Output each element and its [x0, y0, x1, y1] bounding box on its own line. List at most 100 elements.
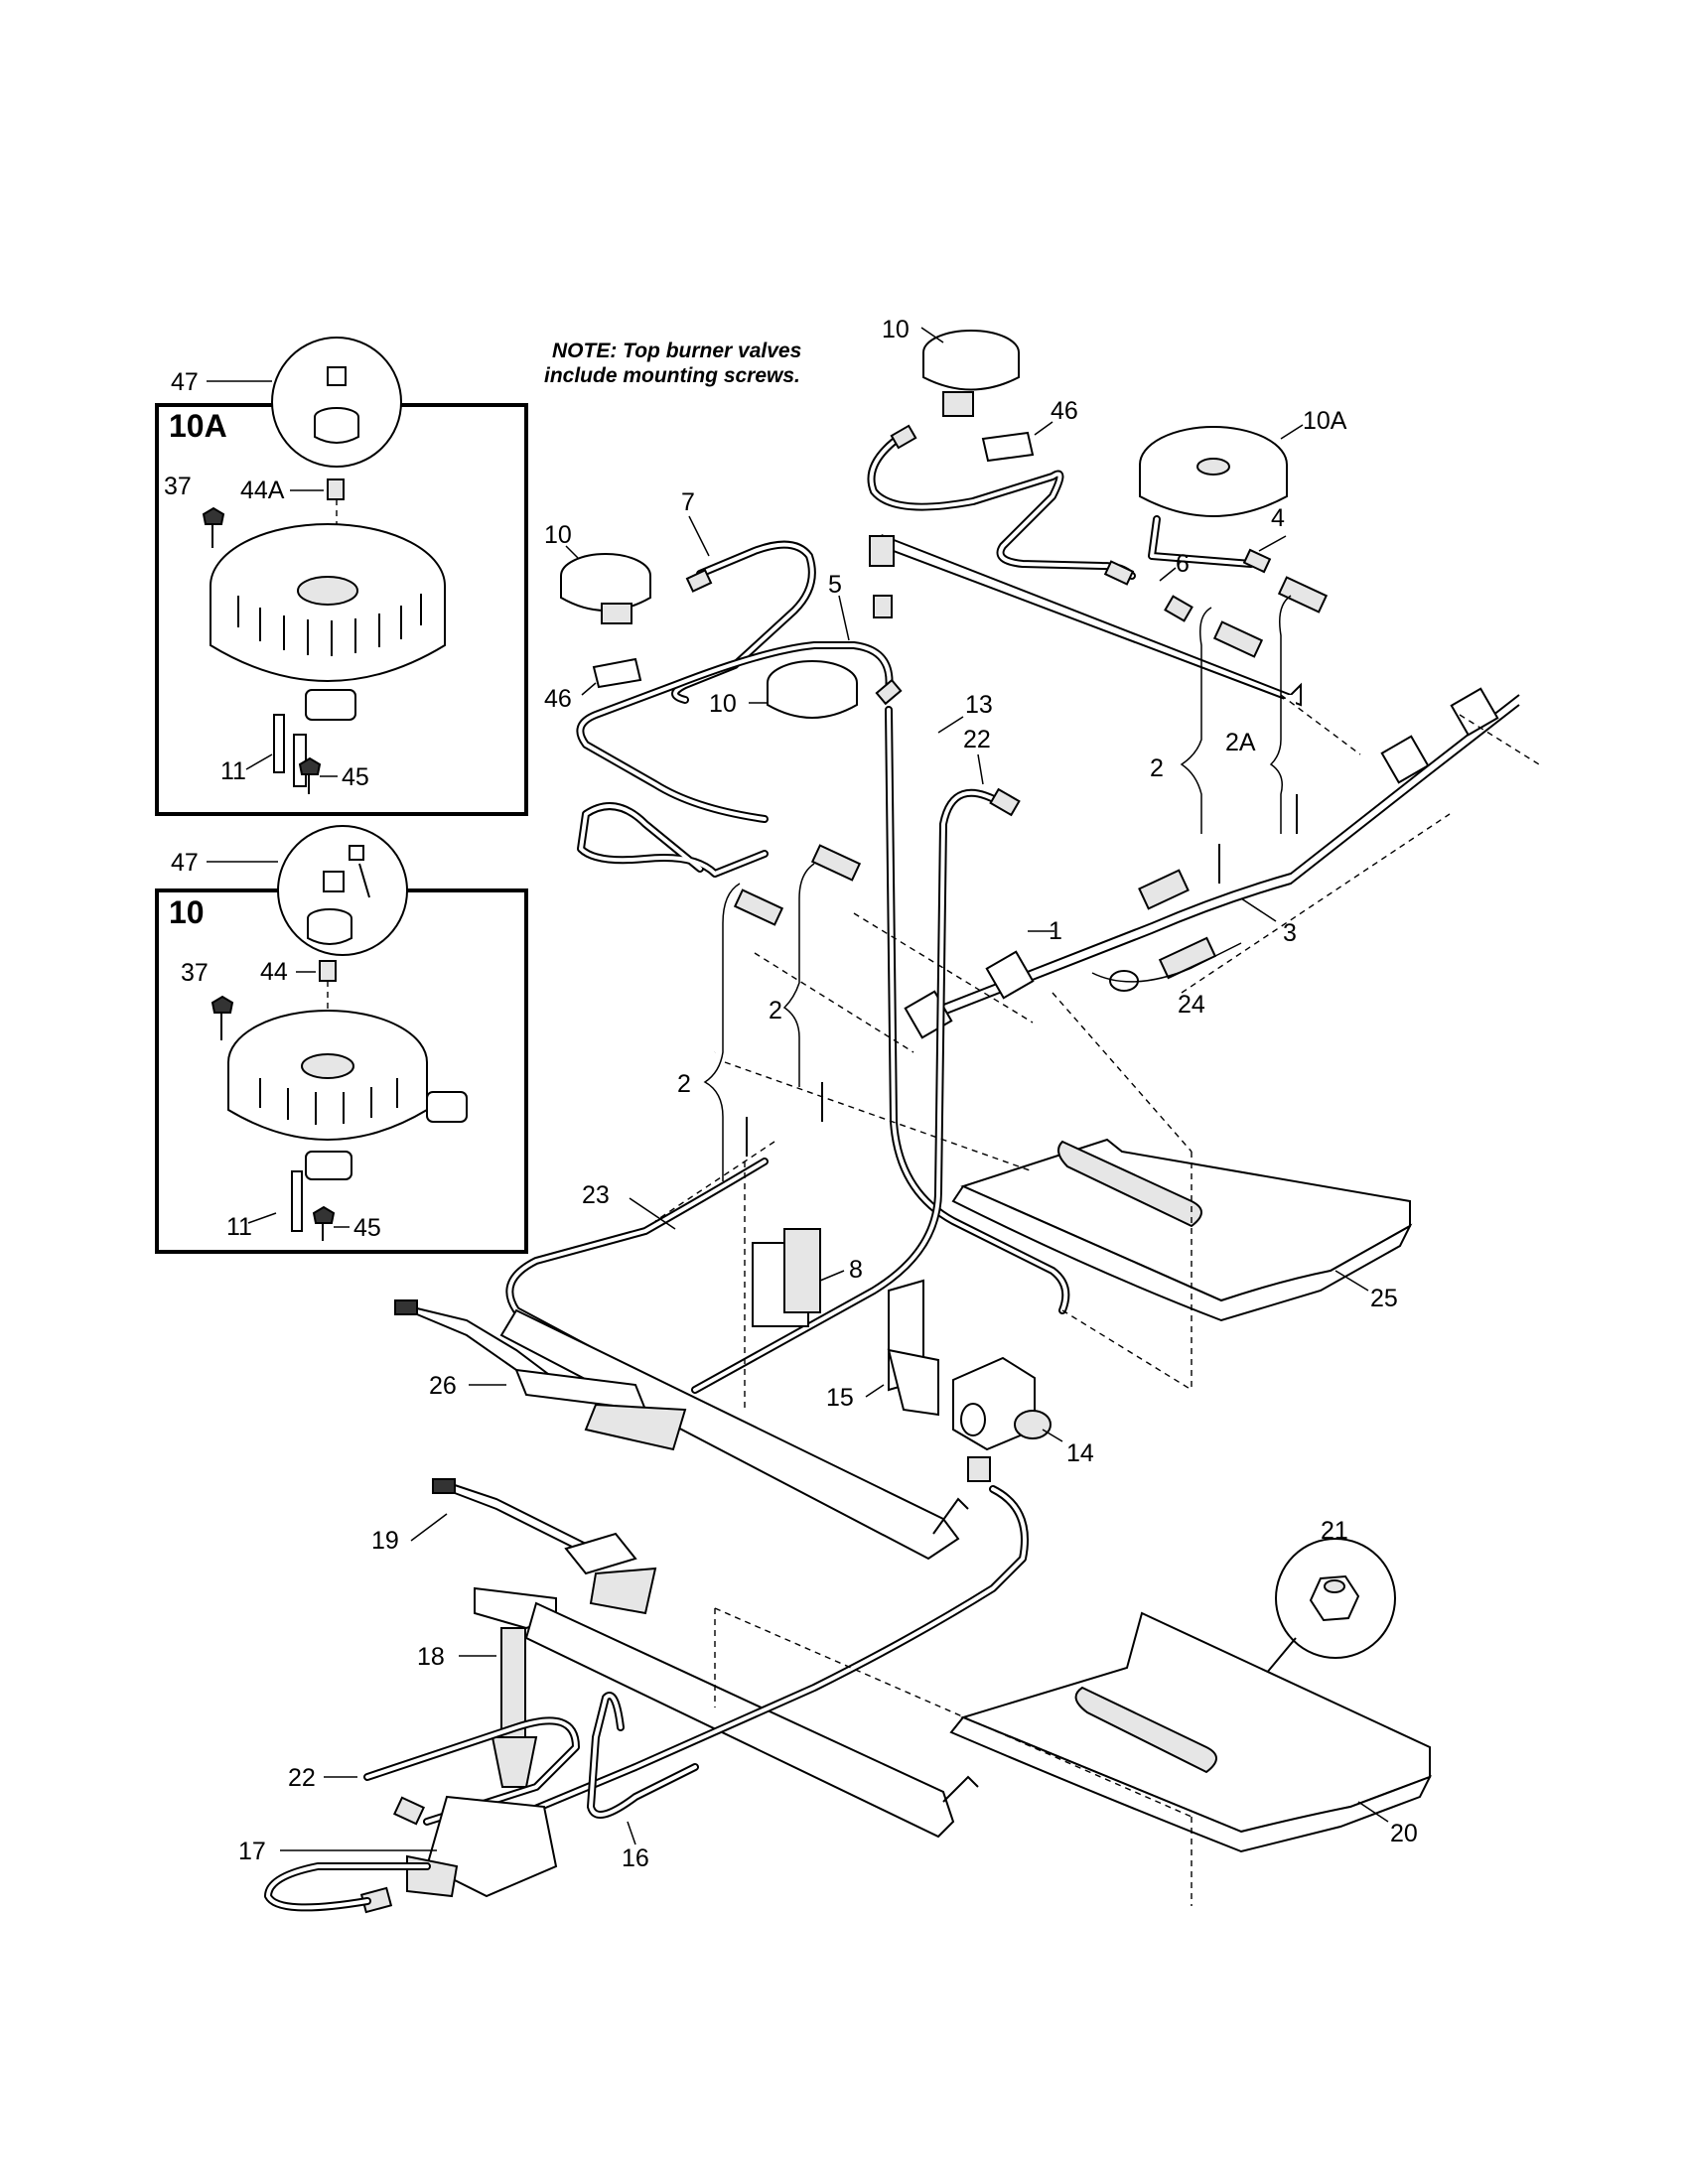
- igniter-19-plug: [432, 1478, 456, 1494]
- callout-3: 3: [1283, 919, 1297, 947]
- harness-wire-a: [922, 694, 1520, 1014]
- callout-44: 44: [260, 958, 288, 986]
- brace-2-right: [1180, 607, 1212, 834]
- nut-21: [1309, 1574, 1360, 1622]
- cap-clip: [358, 863, 370, 898]
- callout-14: 14: [1066, 1439, 1094, 1467]
- valve-2a-body: [1277, 576, 1329, 614]
- fitting-10-top: [890, 424, 917, 450]
- burner-10-left-valve: [601, 603, 632, 624]
- callout-26: 26: [429, 1372, 457, 1400]
- callout-44a: 44A: [240, 477, 285, 504]
- callout-2a: 2A: [1225, 729, 1256, 756]
- electrode-11: [273, 714, 285, 773]
- manifold-cap: [869, 535, 895, 567]
- harness-bracket-2: [1450, 687, 1499, 737]
- callout-46-left: 46: [544, 685, 572, 713]
- callout-23: 23: [582, 1181, 610, 1209]
- callout-17: 17: [238, 1838, 266, 1865]
- bake-burner-tube: [499, 1308, 960, 1561]
- valve-14-port: [960, 1403, 986, 1436]
- burner-10-mid-body: [767, 683, 858, 719]
- valve-14-knob: [1014, 1410, 1052, 1439]
- leader-22-top: [977, 753, 984, 785]
- leader-14: [1042, 1429, 1063, 1442]
- electrode-holder: [293, 734, 307, 787]
- note: NOTE: Top burner valves include mounting…: [544, 340, 801, 387]
- leader-25: [1334, 1270, 1369, 1292]
- callout-25: 25: [1370, 1285, 1398, 1312]
- safety-valve: 15 14: [826, 1279, 1094, 1482]
- baffle-20-front: [949, 1715, 1433, 1853]
- leader-46-top: [1034, 421, 1053, 436]
- baffle-25-front: [951, 1184, 1413, 1322]
- inset-10a-title: 10A: [169, 408, 227, 444]
- tube-22-top: [691, 788, 1007, 1394]
- valve-2-left-body: [733, 888, 784, 926]
- callout-1: 1: [1049, 917, 1062, 945]
- callout-19: 19: [371, 1527, 399, 1555]
- callout-8: 8: [849, 1256, 863, 1284]
- brace-2-left: [703, 883, 741, 1181]
- manifold-pipe-inner: [712, 695, 1306, 1057]
- baffle-20-tube: [1074, 1686, 1217, 1774]
- brace-2a: [1269, 595, 1292, 834]
- inset-10-title: 10: [169, 894, 205, 930]
- igniter-26-element: [584, 1403, 687, 1451]
- callout-16: 16: [622, 1844, 649, 1872]
- burner-base-body: [210, 586, 446, 682]
- manifold-pipe-outer: [714, 695, 1302, 1053]
- igniter-26-wire-1: [416, 1307, 557, 1381]
- screw-45b-head: [312, 1205, 336, 1224]
- callout-45b: 45: [353, 1214, 381, 1242]
- tube-16: [587, 1692, 699, 1819]
- callout-10a-right: 10A: [1303, 407, 1347, 435]
- callout-37b: 37: [181, 959, 209, 987]
- burner-10-top-body: [922, 352, 1020, 391]
- callout-11: 11: [220, 757, 246, 785]
- inset-10: 10 47 37 44 11 45: [155, 825, 528, 1254]
- screw-37b-head: [210, 995, 234, 1014]
- callout-10-mid: 10: [709, 690, 737, 718]
- fitting-7: [685, 569, 713, 593]
- detail-circle-47: [271, 337, 402, 468]
- regulator-assembly: 16 22 17: [238, 1485, 1029, 1914]
- cap-screw-b: [349, 845, 364, 861]
- igniter-19-body: [564, 1532, 637, 1575]
- leader-4: [1258, 535, 1287, 552]
- leader-16: [627, 1821, 636, 1845]
- leader-7: [688, 515, 710, 557]
- callout-21: 21: [1321, 1517, 1348, 1545]
- burner-10-top-valve: [942, 391, 974, 417]
- burner-base-b-slots: [259, 1078, 398, 1125]
- callout-15: 15: [826, 1384, 854, 1412]
- callout-5: 5: [828, 571, 842, 599]
- fitting-13-top: [873, 595, 893, 618]
- spark-module-8: 8: [752, 1228, 863, 1327]
- harness-bracket-3: [985, 950, 1035, 1000]
- fitting-4: [1242, 548, 1272, 574]
- leader-10-top: [920, 327, 944, 343]
- burner-base-neck: [305, 689, 356, 721]
- cap-screw-c: [323, 871, 345, 892]
- bracket-15-lower: [887, 1348, 939, 1417]
- broil-burner-tab: [942, 1775, 979, 1803]
- broil-19: 19: [371, 1478, 657, 1615]
- leader-11: [245, 753, 273, 770]
- top-burner-assembly: 10 46 10A 10 46 10: [544, 316, 1347, 878]
- callout-10-top: 10: [882, 316, 910, 343]
- nut-21-hole: [1324, 1579, 1345, 1593]
- manifold-1: 1: [712, 533, 1306, 1057]
- inset-10a: 10A 47 37 44A 11 45: [155, 337, 528, 816]
- burner-base-port: [297, 576, 358, 606]
- baffle-20: 20: [949, 1611, 1433, 1853]
- note-line-1: NOTE: Top burner valves: [552, 340, 801, 362]
- callout-20: 20: [1390, 1820, 1418, 1847]
- bake-burner-tab: [932, 1497, 969, 1535]
- mounting-screws: [746, 794, 1298, 1157]
- leader-15: [865, 1384, 885, 1398]
- callout-6: 6: [1176, 550, 1190, 578]
- leader-10-left: [565, 545, 579, 559]
- burner-base-slots: [237, 594, 422, 656]
